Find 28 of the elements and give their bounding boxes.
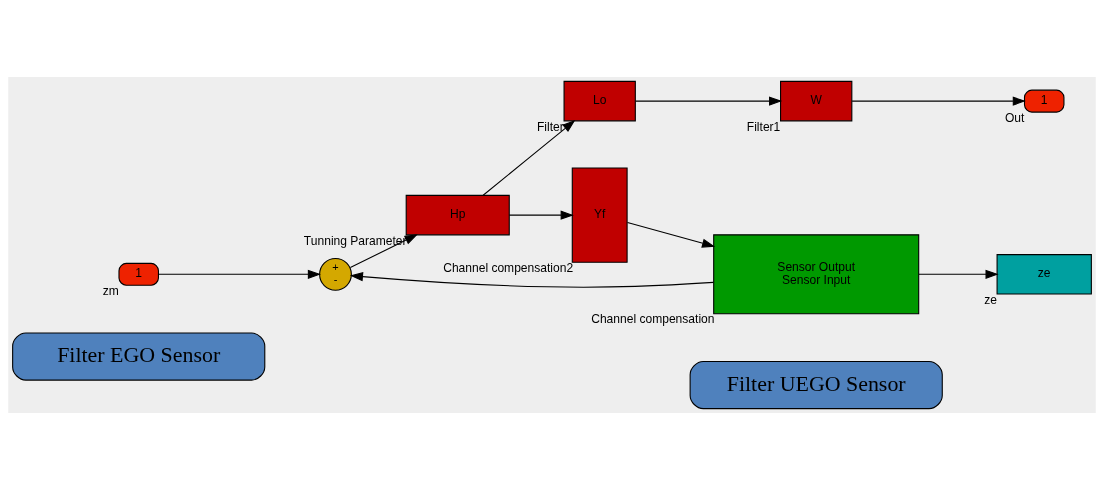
node-label: Filter1 [746, 119, 781, 134]
node-box: Sensor Output Sensor Input [713, 234, 920, 315]
node-box: ze [996, 254, 1092, 295]
arrow [508, 210, 574, 220]
node-circle: + - [319, 257, 352, 291]
arrow [349, 234, 418, 269]
arrow [626, 221, 716, 248]
node-box: Filter EGO Sensor [12, 332, 266, 381]
arrow [635, 96, 783, 106]
node-box: Yf [571, 167, 628, 263]
node-box: W [780, 80, 853, 122]
node-label: Filter [536, 119, 564, 134]
node-label: ze [984, 292, 997, 307]
node-box: 1 [118, 262, 159, 286]
node-label: Channel compensation [591, 312, 715, 327]
arrow [349, 272, 714, 288]
node-box: Hp [405, 194, 510, 236]
node-label: zm [102, 283, 119, 298]
node-box: Filter UEGO Sensor [689, 360, 943, 410]
arrow [157, 269, 321, 279]
node-box: Lo [563, 80, 636, 122]
arrow [482, 120, 576, 196]
node-label: Out [1004, 110, 1025, 125]
arrow [851, 96, 1026, 106]
node-box: 1 [1023, 89, 1065, 113]
node-label: Channel compensation2 [443, 260, 574, 275]
node-label: Tunning Parameter [303, 233, 407, 248]
arrow [918, 269, 999, 279]
